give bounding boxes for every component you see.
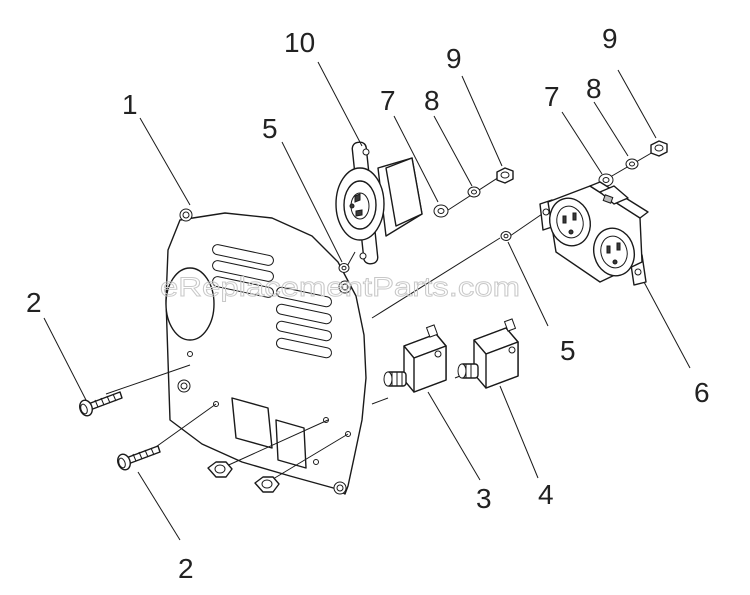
callout-5-left: 5	[262, 113, 278, 144]
panel-nut-left	[207, 461, 233, 478]
screw-2-upper	[79, 391, 123, 417]
callout-8-right: 8	[586, 73, 602, 104]
callout-4: 4	[538, 479, 554, 510]
washer-5-right	[500, 231, 512, 241]
callout-leaders	[43, 61, 691, 541]
callout-3: 3	[476, 483, 492, 514]
washer-7-left	[433, 204, 449, 218]
lock-washer-8-right	[625, 158, 639, 170]
watermark-text: eReplacementParts.com	[160, 272, 520, 302]
twist-lock-receptacle	[335, 141, 423, 265]
hex-nut-9-left	[496, 167, 514, 184]
callout-2-lower: 2	[178, 553, 194, 584]
circuit-breaker-4	[457, 318, 519, 389]
control-panel-plate	[165, 208, 367, 495]
washer-5-left	[338, 263, 350, 273]
callout-1: 1	[122, 89, 138, 120]
callout-5-right: 5	[560, 335, 576, 366]
screw-2-lower	[117, 445, 161, 471]
callout-9-left: 9	[446, 43, 462, 74]
callout-9-right: 9	[602, 23, 618, 54]
callout-10: 10	[284, 27, 315, 58]
lock-washer-8-left	[467, 186, 481, 198]
callout-numbers: 1 2 2 3 4 5 5 6 7 7 8 8 9 9 10	[26, 23, 710, 584]
circuit-breaker-3	[383, 324, 447, 393]
hex-nut-9-right	[650, 140, 668, 157]
panel-nut-right	[254, 476, 280, 493]
callout-6: 6	[694, 377, 710, 408]
callout-8-left: 8	[424, 85, 440, 116]
callout-7-right: 7	[544, 81, 560, 112]
duplex-receptacle	[539, 181, 649, 286]
callout-2-upper: 2	[26, 287, 42, 318]
callout-7-left: 7	[380, 85, 396, 116]
